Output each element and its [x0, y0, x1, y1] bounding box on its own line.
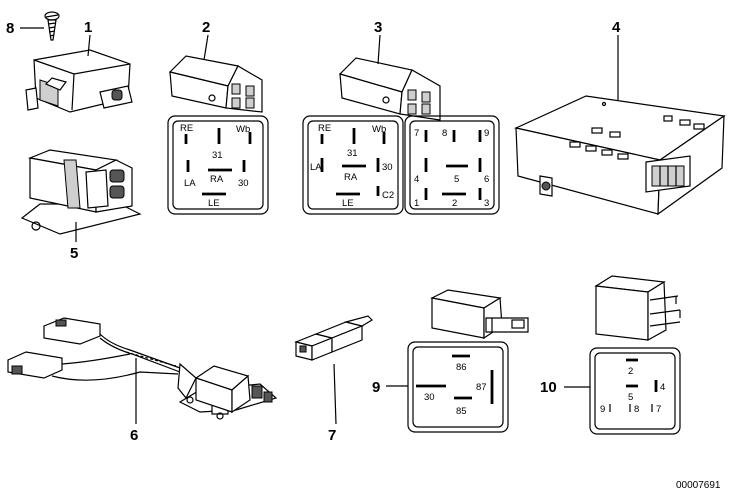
reference-number: 00007691 — [676, 480, 721, 491]
part-3-relay[interactable] — [338, 57, 441, 121]
pin-3a-30: 30 — [382, 162, 393, 173]
pin-3b-9: 9 — [484, 128, 489, 139]
pin-2-30: 30 — [238, 178, 249, 189]
pin-3a-la: LA — [310, 162, 322, 173]
pin-3a-c2: C2 — [382, 190, 394, 201]
leader-3 — [377, 34, 381, 65]
callout-3: 3 — [374, 19, 382, 36]
pin-3b-6: 6 — [484, 174, 489, 185]
part-1-relay[interactable] — [25, 49, 133, 113]
callout-10: 10 — [540, 379, 557, 396]
pin-3b-1: 1 — [414, 198, 419, 209]
pinout-3a — [302, 115, 404, 215]
pin-3a-re: RE — [318, 123, 331, 134]
pin-2-re: RE — [180, 123, 193, 134]
pin-2-le: LE — [208, 198, 220, 209]
leader-2 — [203, 34, 209, 61]
pin-10-2: 2 — [628, 366, 633, 377]
pin-3a-wb: Wb — [372, 124, 386, 135]
callout-9: 9 — [372, 379, 380, 396]
pin-3b-2: 2 — [452, 198, 457, 209]
pin-9-87: 87 — [476, 382, 487, 393]
pin-10-7: 7 — [656, 404, 661, 415]
pinout-2 — [167, 115, 269, 215]
pin-9-30: 30 — [424, 392, 435, 403]
pin-3b-8: 8 — [442, 128, 447, 139]
pin-9-85: 85 — [456, 406, 467, 417]
pinout-10 — [589, 347, 681, 435]
pinout-9 — [407, 341, 509, 433]
pin-3a-le: LE — [342, 198, 354, 209]
pin-3b-7: 7 — [414, 128, 419, 139]
callout-8: 8 — [6, 20, 14, 37]
pin-10-9: 9 — [600, 404, 605, 415]
part-10-relay[interactable] — [594, 275, 681, 342]
callout-6: 6 — [130, 427, 138, 444]
pin-2-wb: Wb — [236, 124, 250, 135]
pin-3b-5: 5 — [454, 174, 459, 185]
part-2-relay[interactable] — [168, 55, 263, 113]
pin-10-8: 8 — [634, 404, 639, 415]
pin-3a-31: 31 — [347, 148, 358, 159]
pin-3a-ra: RA — [344, 172, 358, 183]
callout-1: 1 — [84, 19, 92, 36]
pin-10-5: 5 — [628, 392, 633, 403]
part-4-control-unit[interactable] — [514, 95, 726, 216]
part-6-wiring-harness[interactable] — [7, 317, 278, 420]
pin-9-86: 86 — [456, 362, 467, 373]
part-8-screw[interactable] — [44, 11, 60, 41]
pin-2-ra: RA — [210, 174, 224, 185]
leader-7 — [333, 363, 337, 425]
pinout-3b — [404, 115, 500, 215]
part-5-relay-bracket[interactable] — [20, 149, 142, 235]
pin-10-4: 4 — [660, 382, 665, 393]
callout-7: 7 — [328, 427, 336, 444]
pin-2-la: LA — [184, 178, 196, 189]
callout-4: 4 — [612, 19, 621, 36]
leader-1 — [87, 34, 91, 57]
pin-2-31: 31 — [212, 150, 223, 161]
callout-2: 2 — [202, 19, 210, 36]
callout-5: 5 — [70, 245, 78, 262]
part-9-relay[interactable] — [430, 289, 529, 340]
pin-3b-3: 3 — [484, 198, 489, 209]
part-7-fuse-holder[interactable] — [294, 315, 373, 361]
pin-3b-4: 4 — [414, 174, 419, 185]
